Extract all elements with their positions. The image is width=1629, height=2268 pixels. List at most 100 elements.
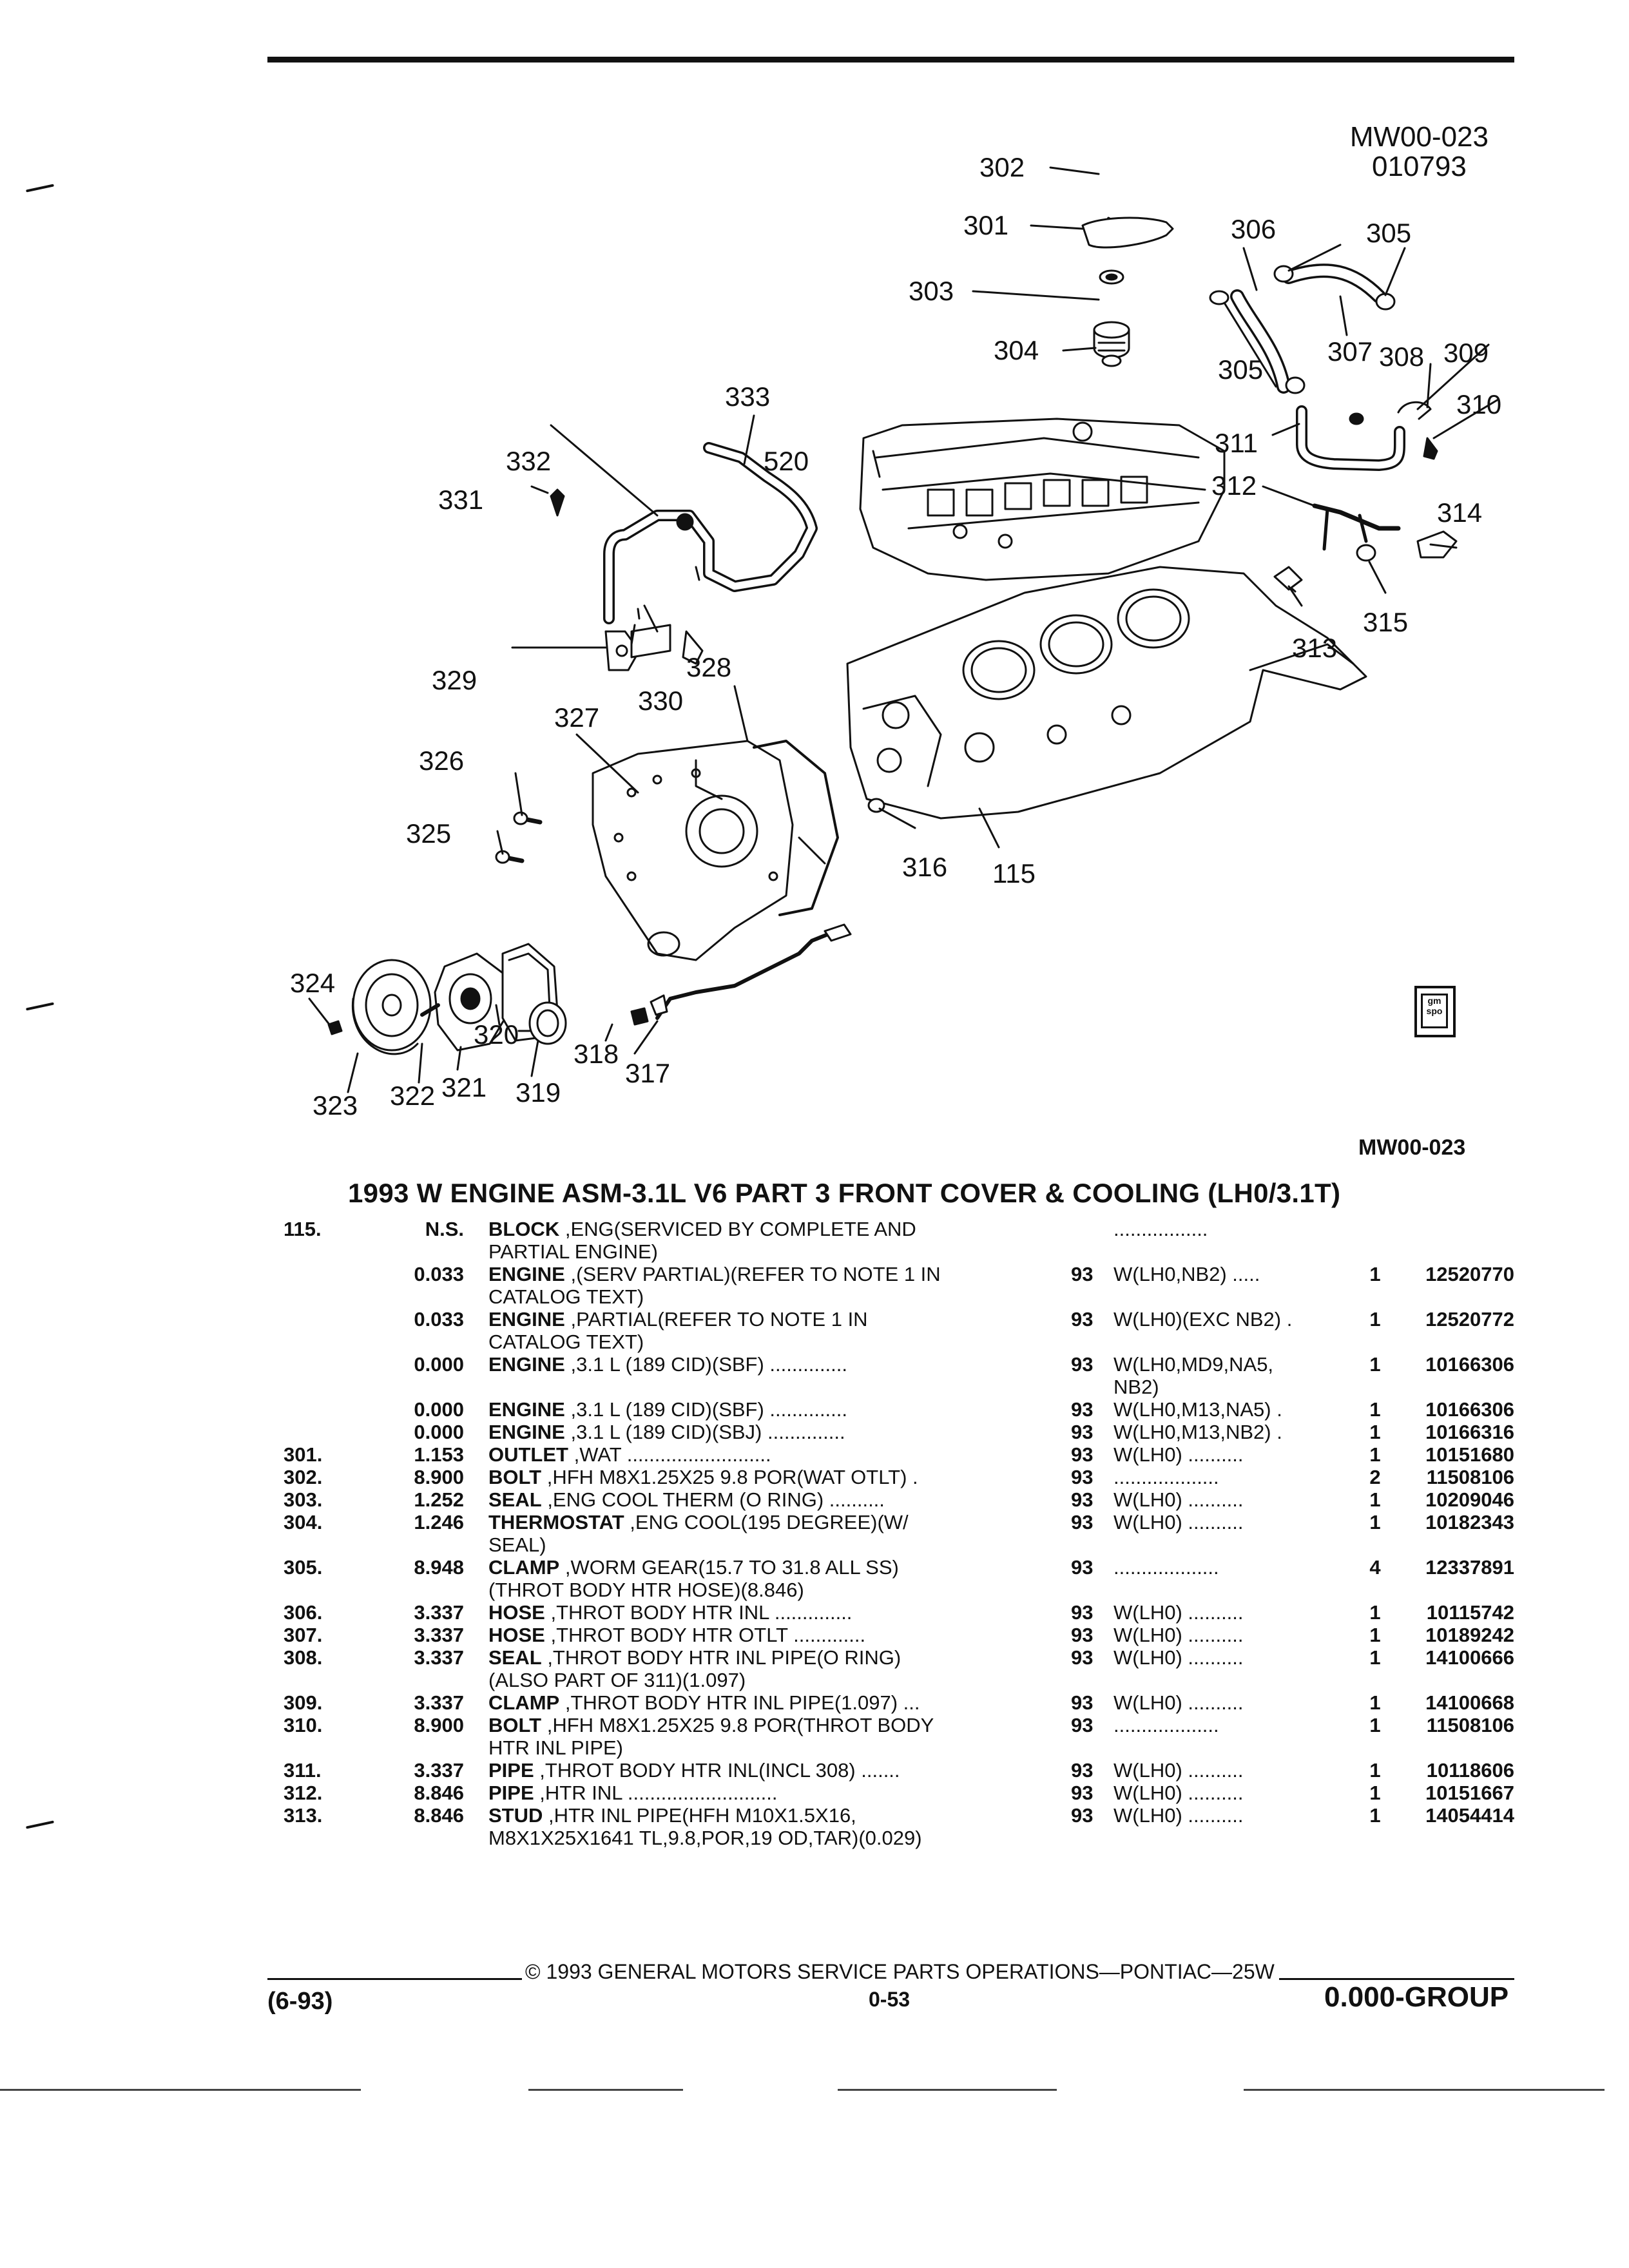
part-quantity: 1 xyxy=(1369,1601,1381,1624)
part-number: 10151680 xyxy=(1425,1443,1514,1466)
part-name: HOSE xyxy=(488,1601,545,1624)
part-description-line: PIPE ,THROT BODY HTR INL(INCL 308) .....… xyxy=(488,1759,1030,1782)
part-quantity: 1 xyxy=(1369,1443,1381,1466)
part-usage: W(LH0,NB2) ..... xyxy=(1113,1263,1371,1285)
part-desc-text: ,ENG(SERVICED BY COMPLETE AND xyxy=(564,1218,916,1240)
part-number: 11508106 xyxy=(1426,1714,1514,1736)
revision-date: (6-93) xyxy=(267,1988,333,2015)
part-group-number: 1.153 xyxy=(414,1443,464,1466)
callout-314: 314 xyxy=(1437,497,1482,528)
callout-307: 307 xyxy=(1327,336,1373,367)
part-description: CLAMP ,THROT BODY HTR INL PIPE(1.097) ..… xyxy=(488,1691,1030,1714)
part-desc-text: ,HFH M8X1.25X25 9.8 POR(THROT BODY xyxy=(546,1714,934,1736)
part-group-number: 0.000 xyxy=(414,1353,464,1376)
callout-321: 321 xyxy=(441,1072,487,1102)
part-ref-number: 307. xyxy=(284,1624,323,1646)
callout-303: 303 xyxy=(909,276,954,306)
part-usage-line: W(LH0) .......... xyxy=(1113,1759,1244,1782)
gm-spo-logo: gm spo xyxy=(1414,986,1456,1037)
part-number: 11508106 xyxy=(1426,1466,1514,1488)
callout-323: 323 xyxy=(313,1090,358,1120)
part-description: HOSE ,THROT BODY HTR OTLT ............. xyxy=(488,1624,1030,1646)
callout-313: 313 xyxy=(1292,633,1337,663)
part-description-continuation: PARTIAL ENGINE) xyxy=(488,1240,658,1263)
part-ref-number: 301. xyxy=(284,1443,323,1466)
part-quantity: 1 xyxy=(1369,1353,1381,1376)
part-number: 12520772 xyxy=(1425,1308,1514,1331)
part-ref-number: 313. xyxy=(284,1804,323,1827)
part-usage-line: ................... xyxy=(1113,1714,1219,1736)
callout-305-bottom: 305 xyxy=(1218,354,1263,385)
part-description-continuation: (THROT BODY HTR HOSE)(8.846) xyxy=(488,1579,804,1601)
parts-list: 115.N.S.BLOCK ,ENG(SERVICED BY COMPLETE … xyxy=(284,1218,1521,1849)
part-quantity: 1 xyxy=(1369,1646,1381,1669)
part-group-number: N.S. xyxy=(425,1218,464,1240)
part-year: 93 xyxy=(1071,1466,1094,1488)
part-usage-line: W(LH0) .......... xyxy=(1113,1488,1244,1511)
part-usage-line: ................... xyxy=(1113,1466,1219,1488)
coolant-bypass-pipe xyxy=(550,442,818,671)
part-year: 93 xyxy=(1071,1624,1094,1646)
part-usage-line: ................. xyxy=(1113,1218,1208,1240)
part-name: ENGINE xyxy=(488,1263,565,1285)
callout-331: 331 xyxy=(438,485,483,515)
part-description-line: SEAL ,THROT BODY HTR INL PIPE(O RING) xyxy=(488,1646,1030,1669)
part-usage: ................... xyxy=(1113,1714,1371,1736)
section-title: 1993 W ENGINE ASM-3.1L V6 PART 3 FRONT C… xyxy=(348,1178,1341,1208)
part-desc-text: ,3.1 L (189 CID)(SBF) .............. xyxy=(570,1398,848,1421)
part-description: PIPE ,THROT BODY HTR INL(INCL 308) .....… xyxy=(488,1759,1030,1782)
part-quantity: 1 xyxy=(1369,1691,1381,1714)
part-name: ENGINE xyxy=(488,1421,565,1443)
callout-320: 320 xyxy=(474,1019,519,1050)
part-usage: ................... xyxy=(1113,1556,1371,1579)
margin-mark xyxy=(26,1820,54,1829)
part-name: BOLT xyxy=(488,1466,542,1488)
part-quantity: 1 xyxy=(1369,1714,1381,1736)
part-desc-text: ,THROT BODY HTR INL PIPE(O RING) xyxy=(547,1646,901,1669)
callout-330: 330 xyxy=(638,686,683,716)
part-quantity: 4 xyxy=(1369,1556,1381,1579)
part-usage-line: W(LH0) .......... xyxy=(1113,1646,1244,1669)
wat-outlet-group xyxy=(1081,216,1174,367)
part-description-line: ENGINE ,(SERV PARTIAL)(REFER TO NOTE 1 I… xyxy=(488,1263,1030,1285)
callout-316: 316 xyxy=(902,852,947,882)
part-desc-text: ,HTR INL PIPE(HFH M10X1.5X16, xyxy=(548,1804,856,1827)
margin-mark xyxy=(26,1002,54,1011)
part-year: 93 xyxy=(1071,1759,1094,1782)
part-group-number: 8.846 xyxy=(414,1782,464,1804)
leader-lines xyxy=(308,166,1499,1093)
part-quantity: 1 xyxy=(1369,1308,1381,1331)
callout-332: 332 xyxy=(506,446,551,476)
callout-308: 308 xyxy=(1379,341,1424,372)
part-name: ENGINE xyxy=(488,1353,565,1376)
part-year: 93 xyxy=(1071,1804,1094,1827)
front-cover xyxy=(592,740,839,961)
part-description-line: BLOCK ,ENG(SERVICED BY COMPLETE AND xyxy=(488,1218,1030,1240)
part-description: ENGINE ,3.1 L (189 CID)(SBJ) ...........… xyxy=(488,1421,1030,1443)
part-group-number: 0.033 xyxy=(414,1263,464,1285)
exploded-parts-diagram: 302 301 303 304 306 305 305 307 308 309 … xyxy=(290,155,1501,1120)
part-group-number: 0.000 xyxy=(414,1421,464,1443)
footer-rule-right xyxy=(1279,1978,1514,1980)
part-ref-number: 312. xyxy=(284,1782,323,1804)
engine-block xyxy=(846,566,1367,820)
callout-333: 333 xyxy=(725,381,770,412)
part-quantity: 1 xyxy=(1369,1421,1381,1443)
part-usage: W(LH0) .......... xyxy=(1113,1443,1371,1466)
part-year: 93 xyxy=(1071,1488,1094,1511)
part-group-number: 1.246 xyxy=(414,1511,464,1533)
part-group-number: 0.000 xyxy=(414,1398,464,1421)
part-year: 93 xyxy=(1071,1263,1094,1285)
callout-329: 329 xyxy=(432,665,477,695)
group-number: 0.000-GROUP xyxy=(1324,1981,1509,2013)
callout-304: 304 xyxy=(994,335,1039,365)
part-usage: W(LH0) .......... xyxy=(1113,1624,1371,1646)
part-ref-number: 302. xyxy=(284,1466,323,1488)
part-usage-line: W(LH0,NB2) ..... xyxy=(1113,1263,1260,1285)
part-name: PIPE xyxy=(488,1759,534,1782)
